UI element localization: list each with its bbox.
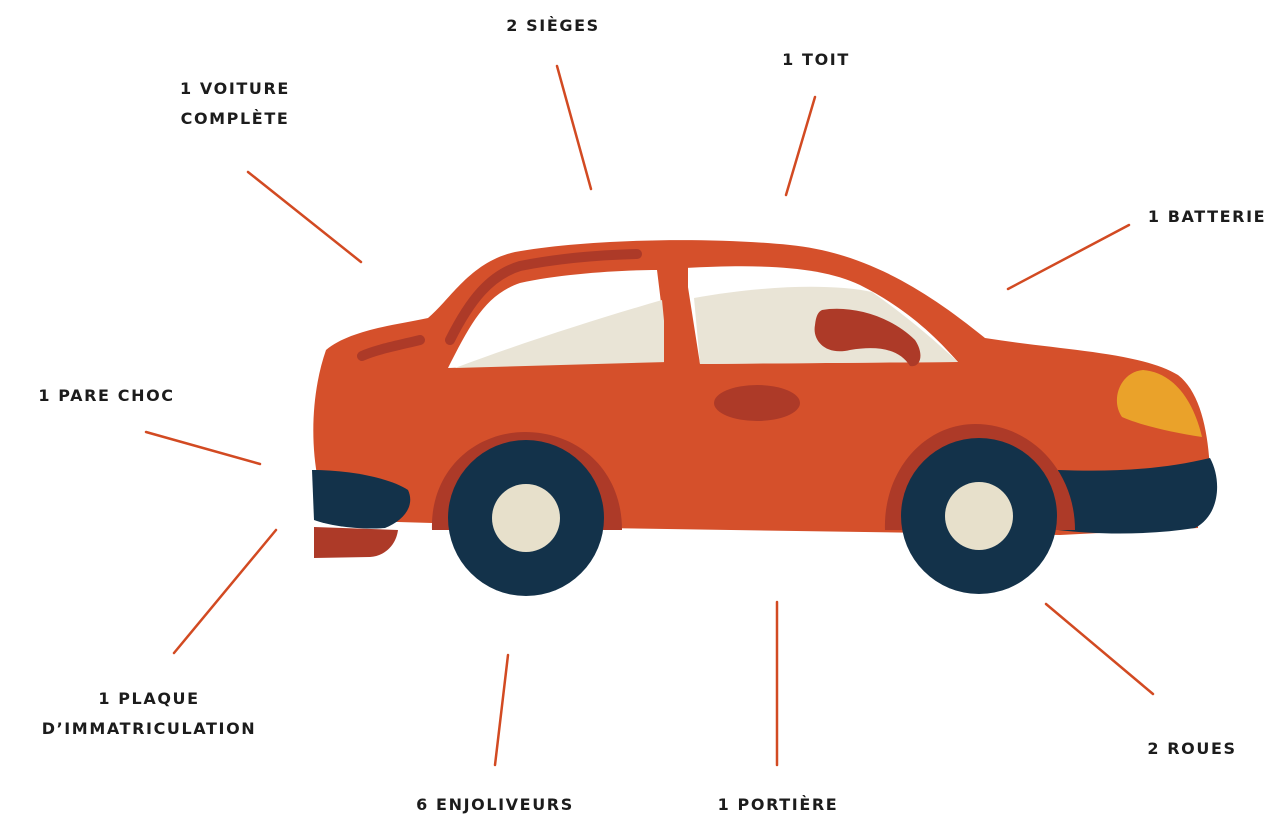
label-plaque: 1 PLAQUE D’IMMATRICULATION <box>6 684 292 744</box>
leader-line-sieges <box>557 66 591 189</box>
label-portiere-text: 1 PORTIÈRE <box>690 790 866 820</box>
label-voiture-line1: 1 VOITURE <box>150 74 320 104</box>
label-enjoliveurs: 6 ENJOLIVEURS <box>384 790 606 820</box>
car-icon <box>312 240 1217 596</box>
label-toit: 1 TOIT <box>766 45 866 75</box>
label-portiere: 1 PORTIÈRE <box>690 790 866 820</box>
label-toit-text: 1 TOIT <box>766 45 866 75</box>
label-pare-choc: 1 PARE CHOC <box>14 381 199 411</box>
label-batterie: 1 BATTERIE <box>1132 202 1282 232</box>
front-hubcap <box>945 482 1013 550</box>
leader-line-toit <box>786 97 815 195</box>
label-voiture-line2: COMPLÈTE <box>150 104 320 134</box>
leader-line-batterie <box>1008 225 1129 289</box>
label-voiture-complete: 1 VOITURE COMPLÈTE <box>150 74 320 134</box>
b-pillar <box>664 266 688 366</box>
leader-line-enjoliveurs <box>495 655 508 765</box>
door-handle <box>714 385 800 421</box>
license-plate <box>314 527 398 558</box>
leader-line-voiture <box>248 172 361 262</box>
leader-line-pare-choc <box>146 432 260 464</box>
label-plaque-line2: D’IMMATRICULATION <box>6 714 292 744</box>
label-batterie-text: 1 BATTERIE <box>1132 202 1282 232</box>
label-sieges-text: 2 SIÈGES <box>484 11 622 41</box>
label-roues: 2 ROUES <box>1124 734 1260 764</box>
label-sieges: 2 SIÈGES <box>484 11 622 41</box>
rear-hubcap <box>492 484 560 552</box>
label-plaque-line1: 1 PLAQUE <box>6 684 292 714</box>
label-enjoliveurs-text: 6 ENJOLIVEURS <box>384 790 606 820</box>
leader-line-plaque <box>174 530 276 653</box>
label-pare-choc-text: 1 PARE CHOC <box>14 381 199 411</box>
leader-line-roues <box>1046 604 1153 694</box>
label-roues-text: 2 ROUES <box>1124 734 1260 764</box>
